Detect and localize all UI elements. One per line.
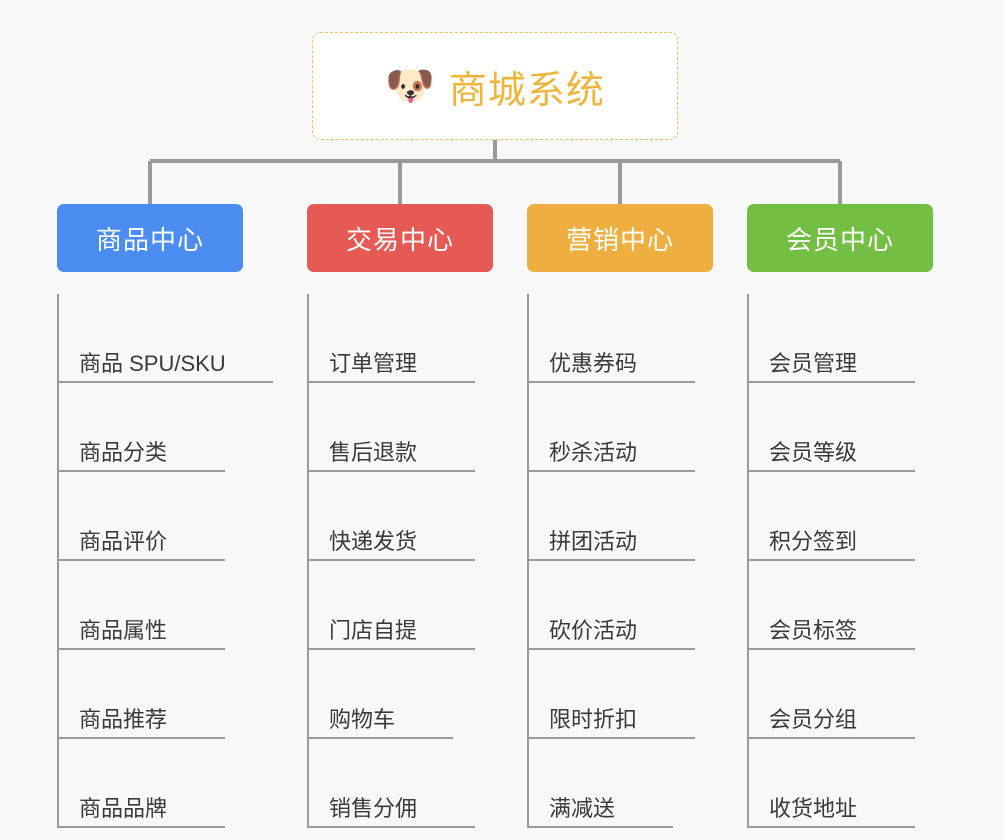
leaf-underline <box>527 381 695 383</box>
leaf-underline <box>307 559 475 561</box>
leaf-underline <box>527 737 695 739</box>
leaf-underline <box>307 648 475 650</box>
leaf-label: 会员等级 <box>769 440 858 465</box>
leaf-list-4: 会员管理 会员等级 积分签到 会员标签 会员分组 收货地址 <box>747 294 933 828</box>
leaf-underline <box>747 826 915 828</box>
leaf-item[interactable]: 订单管理 <box>307 294 493 383</box>
leaf-underline <box>307 381 475 383</box>
leaf-underline <box>57 470 225 472</box>
leaf-underline <box>747 648 915 650</box>
leaf-item[interactable]: 秒杀活动 <box>527 383 713 472</box>
leaf-label: 商品 SPU/SKU <box>79 351 226 376</box>
leaf-item[interactable]: 商品属性 <box>57 561 243 650</box>
leaf-label: 商品分类 <box>79 440 168 465</box>
root-node-title: 商城系统 <box>448 69 605 112</box>
leaf-label: 积分签到 <box>769 529 858 554</box>
leaf-item[interactable]: 优惠券码 <box>527 294 713 383</box>
branch-column-2: 交易中心 订单管理 售后退款 快递发货 门店自提 购物车 <box>307 204 493 828</box>
leaf-label: 销售分佣 <box>329 796 418 821</box>
leaf-label: 优惠券码 <box>549 351 638 376</box>
root-node[interactable]: 🐶 商城系统 <box>312 32 678 140</box>
category-header-3[interactable]: 营销中心 <box>527 204 713 272</box>
dog-face-icon: 🐶 <box>385 64 435 108</box>
leaf-underline <box>527 470 695 472</box>
leaf-item[interactable]: 会员管理 <box>747 294 933 383</box>
leaf-underline <box>57 648 225 650</box>
leaf-underline <box>527 826 673 828</box>
leaf-item[interactable]: 商品分类 <box>57 383 243 472</box>
leaf-label: 订单管理 <box>329 351 418 376</box>
leaf-label: 门店自提 <box>329 618 418 643</box>
leaf-item[interactable]: 商品评价 <box>57 472 243 561</box>
leaf-item[interactable]: 限时折扣 <box>527 650 713 739</box>
leaf-item[interactable]: 砍价活动 <box>527 561 713 650</box>
category-header-2[interactable]: 交易中心 <box>307 204 493 272</box>
branch-spine-1 <box>57 294 59 828</box>
branch-column-1: 商品中心 商品 SPU/SKU 商品分类 商品评价 商品属性 商品推荐 <box>57 204 273 828</box>
leaf-underline <box>527 648 695 650</box>
leaf-underline <box>57 826 225 828</box>
leaf-item[interactable]: 收货地址 <box>747 739 933 828</box>
leaf-item[interactable]: 门店自提 <box>307 561 493 650</box>
category-header-1[interactable]: 商品中心 <box>57 204 243 272</box>
leaf-item[interactable]: 商品推荐 <box>57 650 243 739</box>
leaf-label: 砍价活动 <box>549 618 638 643</box>
branch-spine-2 <box>307 294 309 828</box>
branch-spine-4 <box>747 294 749 828</box>
leaf-item[interactable]: 销售分佣 <box>307 739 493 828</box>
leaf-item[interactable]: 快递发货 <box>307 472 493 561</box>
leaf-label: 售后退款 <box>329 440 418 465</box>
leaf-underline <box>747 381 915 383</box>
leaf-item[interactable]: 会员等级 <box>747 383 933 472</box>
category-header-4[interactable]: 会员中心 <box>747 204 933 272</box>
leaf-label: 商品属性 <box>79 618 168 643</box>
leaf-item[interactable]: 商品品牌 <box>57 739 243 828</box>
leaf-list-2: 订单管理 售后退款 快递发货 门店自提 购物车 销售分佣 <box>307 294 493 828</box>
leaf-underline <box>307 737 453 739</box>
leaf-label: 收货地址 <box>769 796 858 821</box>
leaf-underline <box>307 470 475 472</box>
branch-spine-3 <box>527 294 529 828</box>
branch-column-4: 会员中心 会员管理 会员等级 积分签到 会员标签 会员分组 <box>747 204 933 828</box>
leaf-label: 满减送 <box>549 796 616 821</box>
leaf-underline <box>527 559 695 561</box>
leaf-underline <box>307 826 475 828</box>
leaf-label: 会员管理 <box>769 351 858 376</box>
leaf-item[interactable]: 满减送 <box>527 739 713 828</box>
leaf-label: 秒杀活动 <box>549 440 638 465</box>
leaf-list-1: 商品 SPU/SKU 商品分类 商品评价 商品属性 商品推荐 商品品牌 <box>57 294 273 828</box>
leaf-label: 拼团活动 <box>549 529 638 554</box>
leaf-underline <box>747 470 915 472</box>
leaf-item[interactable]: 购物车 <box>307 650 493 739</box>
leaf-underline <box>57 559 225 561</box>
leaf-label: 商品评价 <box>79 529 168 554</box>
leaf-label: 购物车 <box>329 707 396 732</box>
leaf-underline <box>57 381 273 383</box>
leaf-label: 商品品牌 <box>79 796 168 821</box>
leaf-item[interactable]: 会员分组 <box>747 650 933 739</box>
leaf-item[interactable]: 拼团活动 <box>527 472 713 561</box>
leaf-item[interactable]: 售后退款 <box>307 383 493 472</box>
leaf-underline <box>747 559 915 561</box>
leaf-underline <box>747 737 915 739</box>
leaf-label: 限时折扣 <box>549 707 638 732</box>
branch-column-3: 营销中心 优惠券码 秒杀活动 拼团活动 砍价活动 限时折扣 <box>527 204 713 828</box>
leaf-label: 会员分组 <box>769 707 858 732</box>
leaf-label: 快递发货 <box>329 529 418 554</box>
leaf-item[interactable]: 积分签到 <box>747 472 933 561</box>
leaf-list-3: 优惠券码 秒杀活动 拼团活动 砍价活动 限时折扣 满减送 <box>527 294 713 828</box>
leaf-label: 商品推荐 <box>79 707 168 732</box>
leaf-item[interactable]: 商品 SPU/SKU <box>57 294 273 383</box>
leaf-underline <box>57 737 225 739</box>
leaf-label: 会员标签 <box>769 618 858 643</box>
leaf-item[interactable]: 会员标签 <box>747 561 933 650</box>
